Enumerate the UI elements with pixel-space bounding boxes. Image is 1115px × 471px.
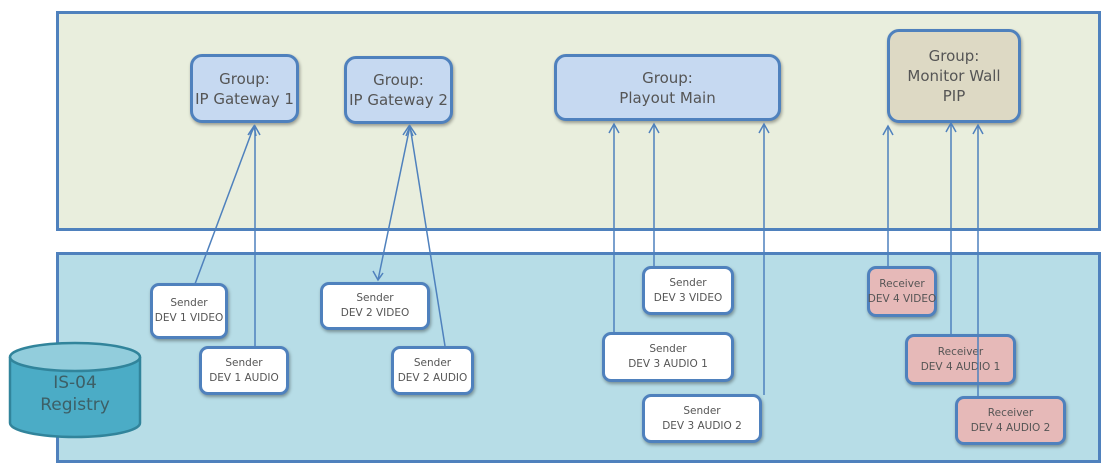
node-name: DEV 2 AUDIO bbox=[397, 371, 468, 384]
node-type: Sender bbox=[683, 404, 721, 417]
group-playout-main[interactable]: Group: Playout Main bbox=[554, 54, 781, 121]
node-name: DEV 1 AUDIO bbox=[209, 371, 279, 384]
group-ip-gateway-2[interactable]: Group: IP Gateway 2 bbox=[344, 56, 453, 124]
node-name: DEV 2 VIDEO bbox=[340, 307, 410, 319]
node-name: DEV 3 VIDEO bbox=[653, 291, 723, 304]
node-type: Sender bbox=[356, 292, 394, 304]
registry-line-2: Registry bbox=[40, 395, 110, 415]
group-name: IP Gateway 1 bbox=[195, 89, 294, 108]
node-type: Receiver bbox=[879, 277, 925, 290]
node-name: DEV 3 AUDIO 2 bbox=[662, 419, 742, 432]
group-prefix: Group: bbox=[219, 69, 270, 88]
sender-dev3-audio-1[interactable]: Sender DEV 3 AUDIO 1 bbox=[602, 332, 734, 382]
group-name: Playout Main bbox=[619, 88, 716, 107]
node-type: Sender bbox=[225, 356, 263, 369]
group-prefix: Group: bbox=[928, 47, 980, 65]
node-type: Receiver bbox=[937, 345, 984, 358]
group-prefix: Group: bbox=[373, 71, 424, 89]
receiver-dev4-audio-1[interactable]: Receiver DEV 4 AUDIO 1 bbox=[905, 334, 1016, 385]
registry-label: IS-04 Registry bbox=[8, 372, 142, 416]
node-name: DEV 1 VIDEO bbox=[154, 312, 224, 324]
sender-dev2-audio[interactable]: Sender DEV 2 AUDIO bbox=[391, 346, 474, 395]
node-name: DEV 4 AUDIO 2 bbox=[970, 421, 1051, 434]
group-name-suffix: PIP bbox=[942, 87, 966, 105]
node-type: Receiver bbox=[987, 406, 1034, 419]
group-name: Monitor Wall bbox=[907, 67, 1001, 85]
node-name: DEV 4 VIDEO bbox=[867, 292, 937, 305]
sender-dev2-video[interactable]: Sender DEV 2 VIDEO bbox=[320, 282, 430, 330]
node-type: Sender bbox=[170, 297, 208, 309]
registry-database-icon bbox=[8, 341, 142, 439]
group-ip-gateway-1[interactable]: Group: IP Gateway 1 bbox=[190, 54, 299, 123]
group-monitor-wall-pip[interactable]: Group: Monitor Wall PIP bbox=[887, 29, 1021, 123]
registry-line-1: IS-04 bbox=[53, 373, 97, 393]
sender-dev1-video[interactable]: Sender DEV 1 VIDEO bbox=[150, 283, 228, 339]
node-name: DEV 4 AUDIO 1 bbox=[920, 360, 1001, 373]
sender-dev3-audio-2[interactable]: Sender DEV 3 AUDIO 2 bbox=[642, 394, 762, 443]
node-type: Sender bbox=[669, 276, 707, 289]
group-name: IP Gateway 2 bbox=[349, 91, 448, 109]
receiver-dev4-audio-2[interactable]: Receiver DEV 4 AUDIO 2 bbox=[955, 396, 1066, 445]
receiver-dev4-video[interactable]: Receiver DEV 4 VIDEO bbox=[867, 266, 937, 317]
node-type: Sender bbox=[413, 356, 452, 369]
sender-dev1-audio[interactable]: Sender DEV 1 AUDIO bbox=[199, 346, 289, 395]
sender-dev3-video[interactable]: Sender DEV 3 VIDEO bbox=[642, 266, 734, 315]
group-prefix: Group: bbox=[642, 68, 693, 87]
node-type: Sender bbox=[649, 343, 687, 355]
node-name: DEV 3 AUDIO 1 bbox=[628, 358, 708, 370]
